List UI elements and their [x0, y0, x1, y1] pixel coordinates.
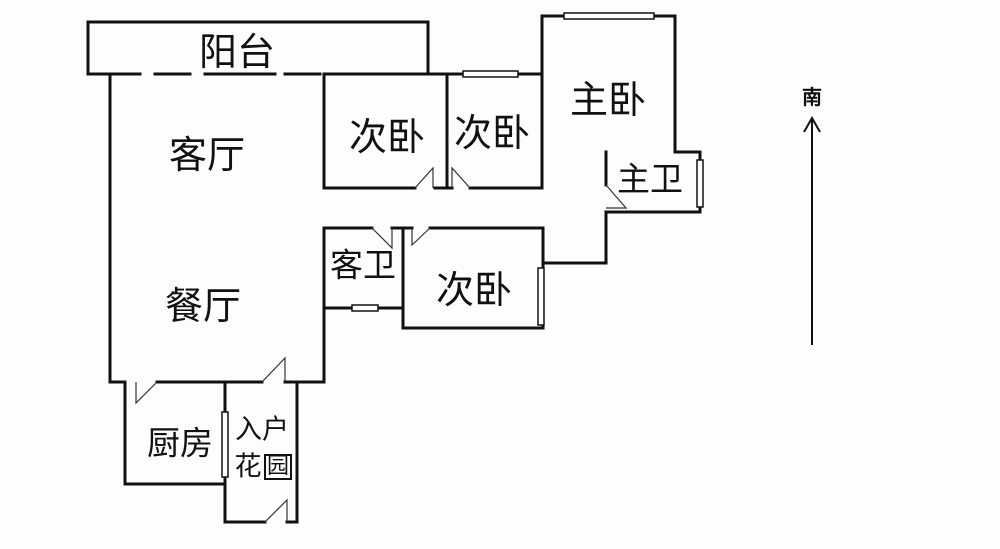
bedroom-a-walls	[322, 72, 544, 190]
master-bedroom-walls	[540, 14, 702, 265]
room-label-entry-garden: 花	[234, 451, 262, 483]
window	[351, 304, 379, 312]
room-label-bedroom: 次卧	[453, 111, 531, 155]
room-label-kitchen: 厨房	[147, 423, 213, 463]
window	[462, 70, 519, 78]
arrow-up-icon	[803, 115, 821, 345]
door-swing	[605, 184, 628, 209]
room-label-master-bath: 主卫	[617, 159, 683, 199]
window	[696, 159, 704, 208]
living-dining-walls	[108, 72, 326, 384]
compass-label: 南	[802, 85, 822, 109]
window	[537, 267, 545, 326]
room-label-entry-garden: 园	[263, 454, 293, 480]
door-swing	[371, 227, 431, 250]
door-swing	[135, 356, 288, 523]
room-label-dining-room: 餐厅	[164, 284, 242, 328]
guest-bath-walls	[322, 226, 545, 330]
door-swing	[414, 166, 471, 189]
room-label-balcony: 阳台	[198, 30, 276, 74]
window	[221, 411, 229, 478]
room-label-bedroom: 次卧	[435, 268, 513, 312]
room-label-bedroom: 次卧	[348, 115, 426, 159]
room-label-living-room: 客厅	[168, 133, 246, 177]
room-label-master-bedroom: 主卧	[569, 78, 647, 122]
room-label-guest-bath: 客卫	[330, 245, 396, 285]
balcony-walls	[86, 20, 430, 76]
window	[563, 12, 655, 20]
room-label-entry-garden: 入户	[235, 414, 289, 446]
